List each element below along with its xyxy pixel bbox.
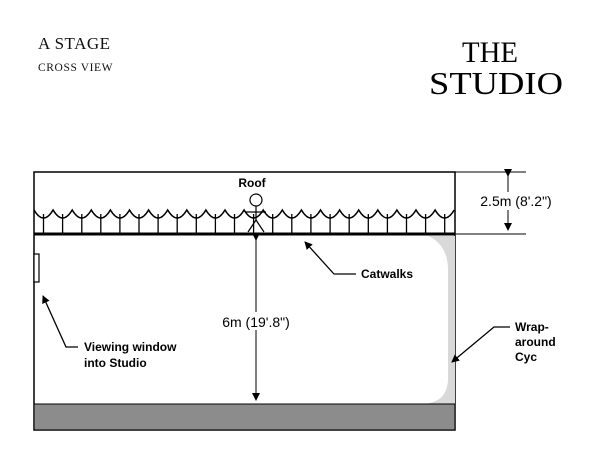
viewing-window	[33, 253, 40, 283]
cyc-label-2: around	[515, 335, 556, 349]
page-title: A STAGE	[38, 34, 111, 53]
roof-height-label: 2.5m (8'.2")	[480, 193, 551, 209]
viewing-window-leader	[42, 295, 78, 348]
catwalk-posts	[42, 214, 446, 234]
catwalk-scallops	[33, 208, 455, 219]
viewing-window-label-2: into Studio	[84, 356, 147, 370]
logo-line-2: STUDIO	[429, 65, 563, 101]
cyc-label-1: Wrap-	[515, 320, 549, 334]
roof-label: Roof	[238, 176, 266, 190]
person-icon	[246, 193, 266, 233]
catwalks-leader	[304, 241, 356, 275]
stage-outline	[33, 171, 456, 431]
studio-logo: THE STUDIO	[429, 36, 563, 101]
wrap-around-cyc	[420, 236, 455, 404]
page-subtitle: CROSS VIEW	[38, 62, 114, 74]
viewing-window-label-1: Viewing window	[84, 340, 177, 354]
cyc-leader	[451, 326, 510, 363]
stage-height-label: 6m (19'.8")	[222, 314, 290, 330]
logo-line-1: THE	[462, 36, 518, 69]
cyc-label-3: Cyc	[515, 350, 537, 364]
catwalks-label: Catwalks	[361, 267, 413, 281]
stage-floor	[35, 404, 454, 429]
